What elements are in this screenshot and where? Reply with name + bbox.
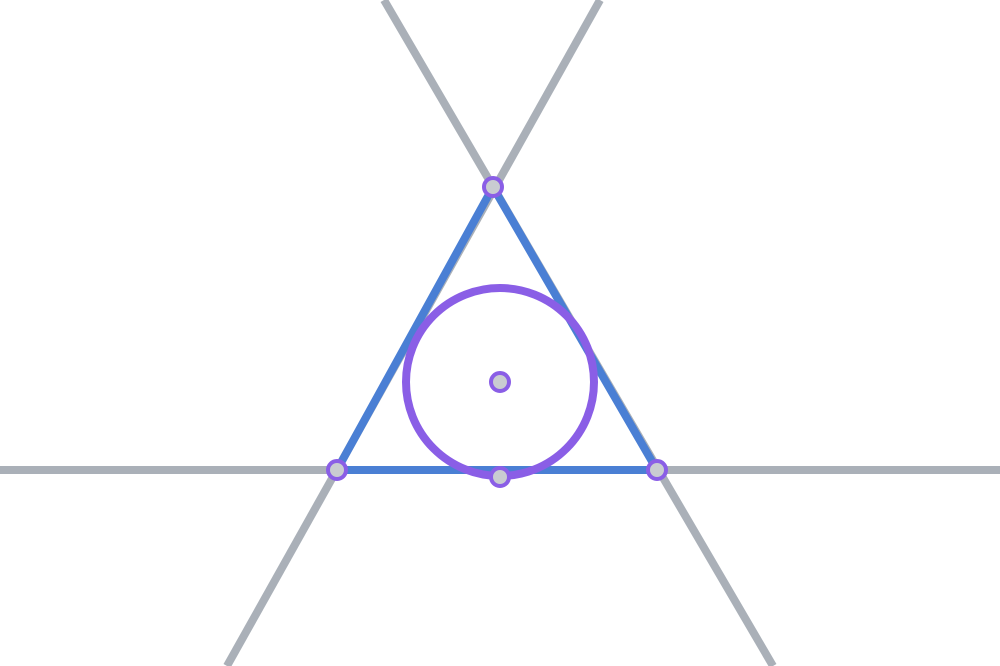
circle-bottom-point[interactable] xyxy=(489,466,511,488)
top-vertex[interactable] xyxy=(482,176,504,198)
circle-center[interactable] xyxy=(489,371,511,393)
right-vertex[interactable] xyxy=(646,459,668,481)
left-vertex[interactable] xyxy=(326,459,348,481)
